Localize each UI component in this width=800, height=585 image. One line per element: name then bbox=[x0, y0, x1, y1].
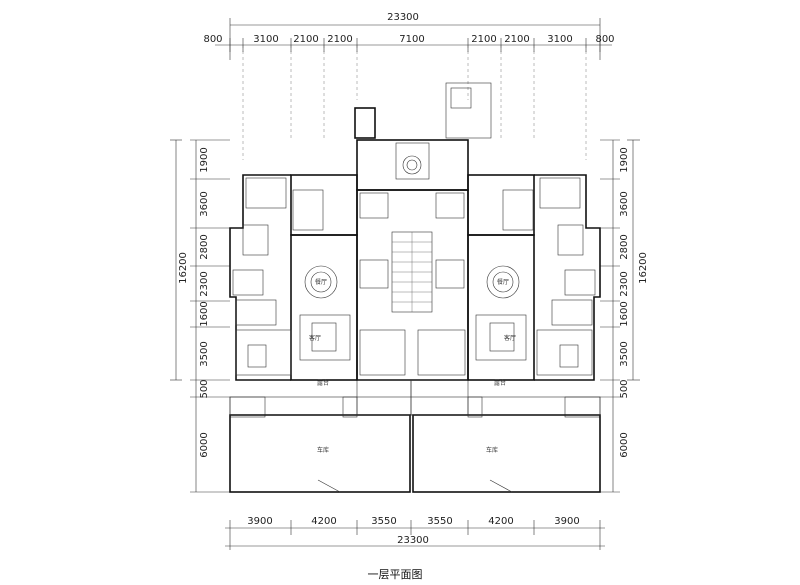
terrace-label-right: 露台 bbox=[494, 379, 506, 387]
left-dim-1: 1900 bbox=[199, 147, 210, 172]
grid-axes bbox=[242, 45, 587, 160]
left-dim-3: 2800 bbox=[199, 234, 210, 259]
right-dim-5: 1600 bbox=[619, 301, 630, 326]
top-total-dimension: 23300 bbox=[387, 12, 419, 23]
bottom-total-dimension: 23300 bbox=[397, 535, 429, 546]
top-dimension-chain: 23300 800 3100 2100 2100 7100 2100 2100 … bbox=[203, 12, 615, 60]
top-dim-6: 2100 bbox=[471, 34, 496, 45]
right-dimension-chain: 1900 3600 2800 2300 1600 3500 500 6000 1… bbox=[600, 139, 649, 493]
left-dim-8: 6000 bbox=[199, 432, 210, 457]
left-unit-interior: 餐厅 客厅 露台 bbox=[229, 177, 351, 418]
top-dim-2: 3100 bbox=[253, 34, 278, 45]
bottom-dim-3: 3550 bbox=[371, 516, 396, 527]
terrace-label-left: 露台 bbox=[317, 379, 329, 387]
bottom-dim-5: 4200 bbox=[488, 516, 513, 527]
building-outline bbox=[229, 82, 601, 416]
right-dim-7: 500 bbox=[619, 379, 630, 398]
bottom-dim-4: 3550 bbox=[427, 516, 452, 527]
right-dim-8: 6000 bbox=[619, 432, 630, 457]
top-dim-1: 800 bbox=[203, 34, 222, 45]
dining-label-right: 餐厅 bbox=[497, 278, 509, 286]
living-label-left: 客厅 bbox=[309, 334, 321, 342]
garage-label-left: 车库 bbox=[317, 446, 329, 454]
right-dim-2: 3600 bbox=[619, 191, 630, 216]
left-dim-6: 3500 bbox=[199, 341, 210, 366]
dining-label-left: 餐厅 bbox=[315, 278, 327, 286]
top-dim-3: 2100 bbox=[293, 34, 318, 45]
left-dim-5: 1600 bbox=[199, 301, 210, 326]
top-dim-8: 3100 bbox=[547, 34, 572, 45]
garage-label-right: 车库 bbox=[486, 446, 498, 454]
left-dimension-chain: 1900 3600 2800 2300 1600 3500 500 6000 1… bbox=[170, 139, 230, 493]
bottom-dim-2: 4200 bbox=[311, 516, 336, 527]
right-dim-1: 1900 bbox=[619, 147, 630, 172]
garage-block: 车库 车库 bbox=[229, 396, 601, 493]
bottom-dimension-chain: 3900 4200 3550 3550 4200 3900 23300 bbox=[225, 516, 605, 550]
left-dim-7: 500 bbox=[199, 379, 210, 398]
top-dim-5: 7100 bbox=[399, 34, 424, 45]
bottom-dim-1: 3900 bbox=[247, 516, 272, 527]
top-dim-9: 800 bbox=[595, 34, 614, 45]
right-dim-6: 3500 bbox=[619, 341, 630, 366]
right-total-dimension: 16200 bbox=[638, 252, 649, 284]
bottom-dim-6: 3900 bbox=[554, 516, 579, 527]
right-unit-interior: 餐厅 客厅 露台 bbox=[475, 177, 601, 418]
drawing-title: 一层平面图 bbox=[368, 568, 423, 581]
top-dim-4: 2100 bbox=[327, 34, 352, 45]
left-dim-2: 3600 bbox=[199, 191, 210, 216]
left-dim-4: 2300 bbox=[199, 271, 210, 296]
top-dim-7: 2100 bbox=[504, 34, 529, 45]
right-dim-3: 2800 bbox=[619, 234, 630, 259]
left-total-dimension: 16200 bbox=[178, 252, 189, 284]
living-label-right: 客厅 bbox=[504, 334, 516, 342]
right-dim-4: 2300 bbox=[619, 271, 630, 296]
